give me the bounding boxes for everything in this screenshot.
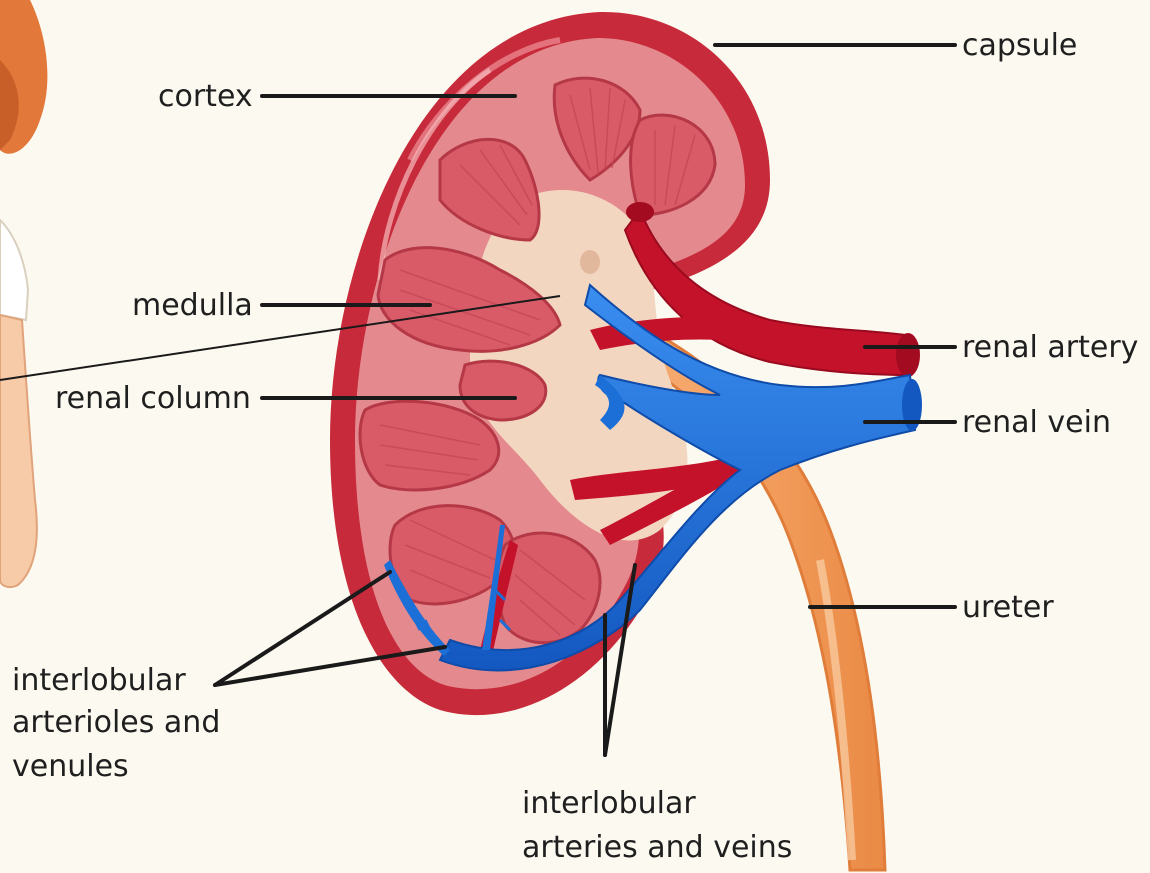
label-arteries-line1: interlobular	[522, 786, 696, 821]
label-arterioles-line2: arterioles and	[12, 705, 220, 740]
label-renal-artery: renal artery	[962, 330, 1138, 365]
label-renal-vein: renal vein	[962, 405, 1111, 440]
label-cortex: cortex	[158, 79, 253, 114]
label-arterioles-line1: interlobular	[12, 663, 186, 698]
label-renal-column: renal column	[55, 381, 251, 416]
label-medulla: medulla	[132, 288, 253, 323]
label-ureter: ureter	[962, 590, 1054, 625]
girl-illustration	[0, 0, 47, 587]
label-arteries-line2: arteries and veins	[522, 830, 792, 865]
label-arterioles-line3: venules	[12, 749, 129, 784]
label-capsule: capsule	[962, 28, 1077, 63]
